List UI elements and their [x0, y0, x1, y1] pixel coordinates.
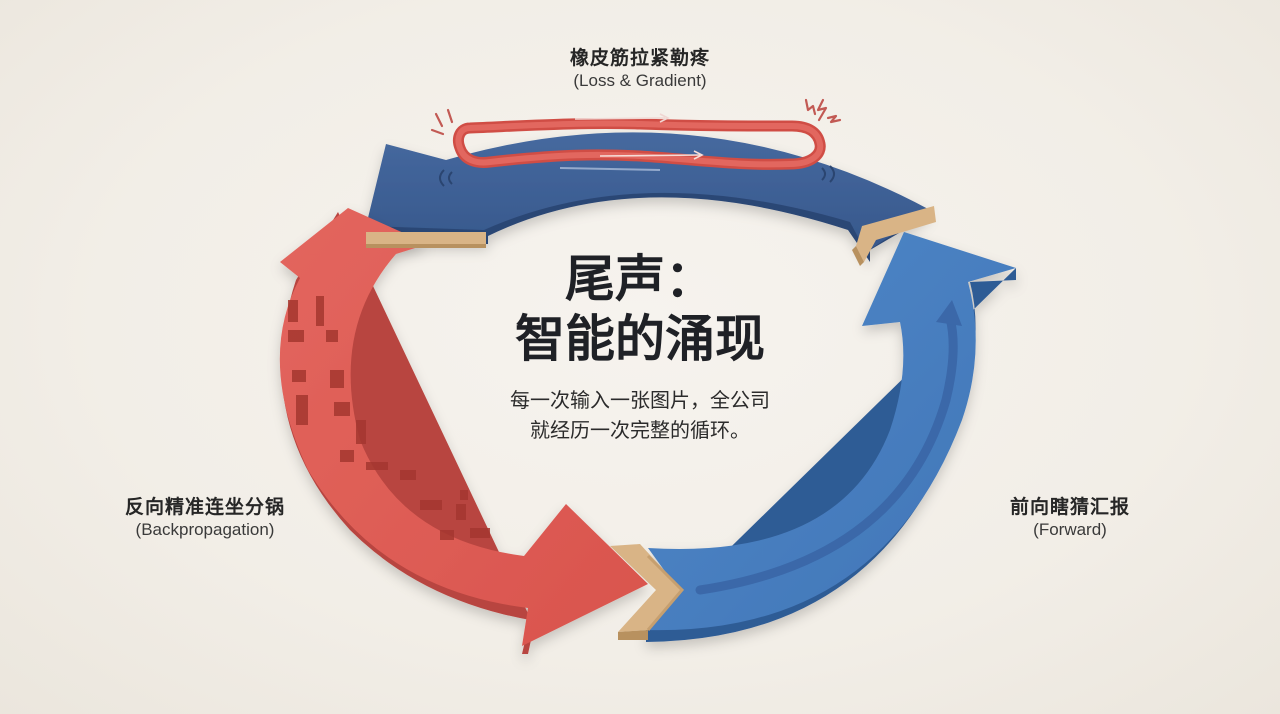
label-forward-en: (Forward) — [1033, 520, 1107, 539]
label-forward: 前向瞎猜汇报 (Forward) — [960, 495, 1180, 541]
label-backpropagation-en: (Backpropagation) — [135, 520, 275, 539]
left-arrow-backprop — [279, 208, 648, 654]
connector-bottom — [610, 544, 685, 640]
center-subtitle-line1: 每一次输入一张图片，全公司 — [510, 388, 770, 412]
rubber-band-icon — [452, 113, 826, 170]
strain-marks-icon — [430, 108, 454, 136]
connector-top-left — [366, 232, 486, 248]
label-backpropagation: 反向精准连坐分锅 (Backpropagation) — [70, 495, 340, 541]
label-loss-gradient: 橡皮筋拉紧勒疼 (Loss & Gradient) — [510, 46, 770, 92]
label-loss-gradient-en: (Loss & Gradient) — [573, 71, 707, 90]
center-title: 尾声： 智能的涌现 — [440, 250, 840, 370]
label-loss-gradient-zh: 橡皮筋拉紧勒疼 — [569, 47, 710, 69]
right-arrow-forward — [646, 232, 1016, 642]
lattice-cutout-pattern — [288, 296, 490, 540]
center-subtitle-line2: 就经历一次完整的循环。 — [530, 418, 750, 442]
center-title-line2: 智能的涌现 — [515, 309, 765, 368]
label-backpropagation-zh: 反向精准连坐分锅 — [124, 496, 285, 518]
pain-spark-icon — [804, 98, 842, 124]
label-forward-zh: 前向瞎猜汇报 — [1009, 496, 1130, 518]
center-title-line1: 尾声： — [565, 249, 715, 308]
center-subtitle: 每一次输入一张图片，全公司 就经历一次完整的循环。 — [440, 385, 840, 445]
connector-top-right — [852, 206, 936, 266]
